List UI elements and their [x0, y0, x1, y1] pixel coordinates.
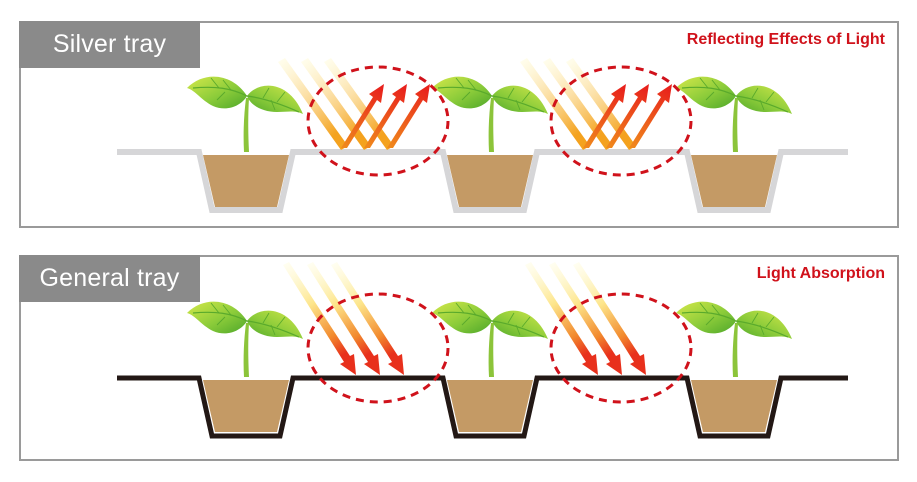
- silver-tray-label: Silver tray: [19, 21, 200, 68]
- general-tray: [117, 375, 848, 439]
- seedling-icon: [186, 76, 304, 153]
- reflected-light-arrows-2: [583, 84, 672, 148]
- soil-pot-2: [447, 380, 533, 432]
- reflected-arrow-icon: [364, 84, 407, 148]
- silver-soil: [203, 155, 777, 207]
- highlight-ellipse: [549, 65, 693, 177]
- seedling-icon: [431, 76, 549, 153]
- soil-pot-3: [691, 380, 777, 432]
- absorbed-light-arrows-2: [525, 262, 646, 375]
- highlight-ellipse: [549, 292, 693, 404]
- light-ray: [543, 58, 613, 150]
- reflecting-effects-caption: Reflecting Effects of Light: [686, 31, 885, 48]
- light-ray: [566, 58, 636, 150]
- general-tray-surface: [117, 375, 848, 439]
- soil-pot-3: [691, 155, 777, 207]
- reflected-arrow-icon: [583, 84, 626, 148]
- light-ray: [324, 58, 394, 150]
- reflected-arrow-icon: [387, 84, 430, 148]
- absorbed-arrow-icon: [331, 262, 404, 375]
- seedling-icon: [431, 301, 549, 378]
- silver-tray-surface: [117, 149, 848, 213]
- silver-tray: [117, 149, 848, 213]
- soil-pot-1: [203, 380, 289, 432]
- reflected-arrow-icon: [341, 84, 384, 148]
- reflected-arrow-icon: [606, 84, 649, 148]
- light-absorption-caption: Light Absorption: [756, 265, 885, 282]
- seedling-icon: [675, 76, 793, 153]
- general-tray-label: General tray: [19, 255, 200, 302]
- seedling-icon: [186, 301, 304, 378]
- soil-pot-1: [203, 155, 289, 207]
- highlight-ellipse: [306, 65, 450, 177]
- absorbed-arrow-icon: [307, 262, 380, 375]
- soil-pot-2: [447, 155, 533, 207]
- general-soil: [203, 380, 777, 432]
- reflected-light-arrows-1: [341, 84, 430, 148]
- absorbed-arrow-icon: [573, 262, 646, 375]
- reflected-arrow-icon: [629, 84, 672, 148]
- absorbed-light-arrows-1: [283, 262, 404, 375]
- seedling-icon: [675, 301, 793, 378]
- light-ray: [301, 58, 371, 150]
- absorbed-arrow-icon: [549, 262, 622, 375]
- highlight-ellipse: [306, 292, 450, 404]
